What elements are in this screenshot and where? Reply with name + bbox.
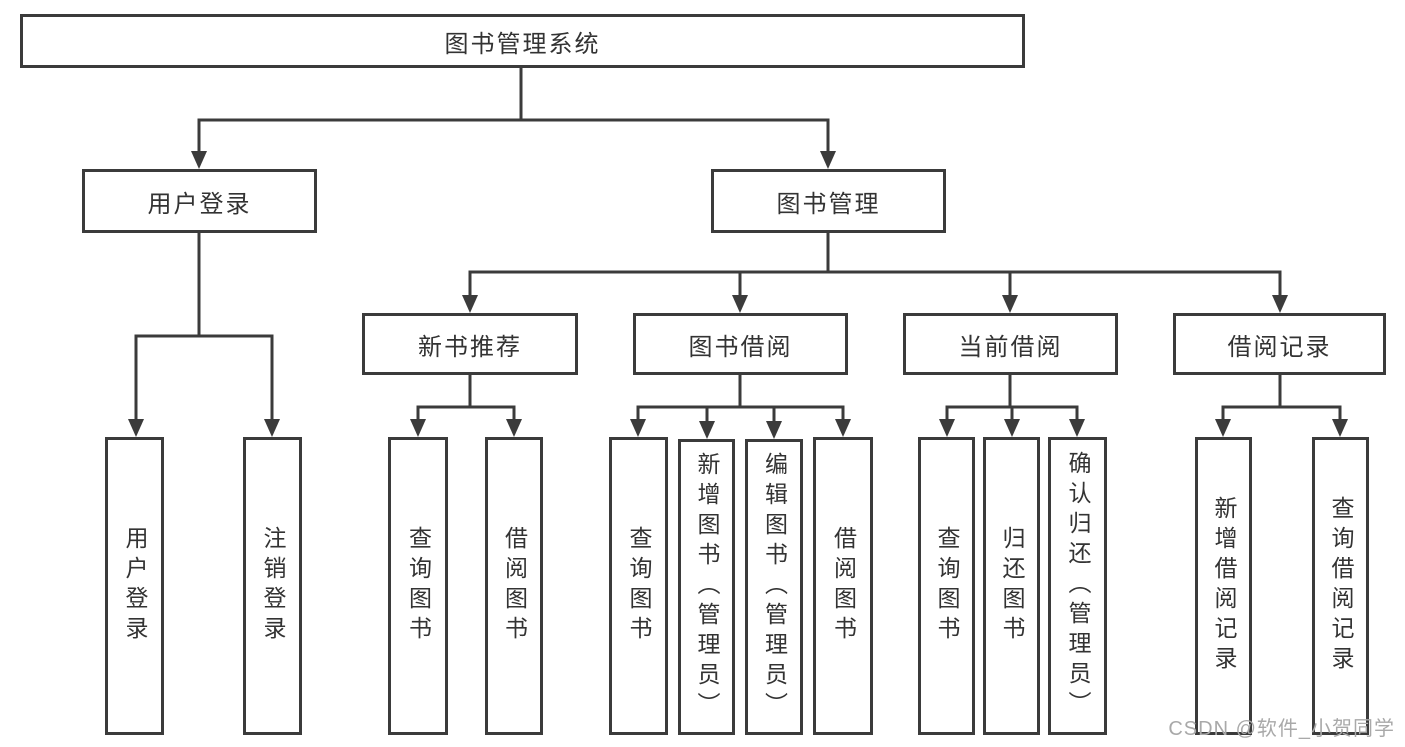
node-label: 借阅图书 [830, 526, 857, 646]
node-label: 查询借阅记录 [1328, 496, 1354, 676]
node-user-login: 用户登录 [82, 169, 317, 233]
leaf-query-borrow-record: 查询借阅记录 [1312, 437, 1369, 735]
node-label: 编辑图书（管理员） [761, 452, 788, 722]
leaf-return-books: 归还图书 [983, 437, 1040, 735]
node-label: 归还图书 [999, 526, 1025, 646]
csdn-watermark: CSDN @软件_小贺同学 [1168, 718, 1395, 740]
leaf-query-books-current: 查询图书 [918, 437, 975, 735]
node-label: 新增图书（管理员） [694, 452, 720, 722]
leaf-borrow-books-borrowing: 借阅图书 [813, 437, 873, 735]
node-label: 图书借阅 [688, 333, 793, 361]
node-label: 当前借阅 [958, 333, 1063, 361]
leaf-add-borrow-record: 新增借阅记录 [1195, 437, 1252, 735]
leaf-query-books-recommend: 查询图书 [388, 437, 448, 735]
node-label: 图书管理 [776, 190, 881, 218]
node-label: 注销登录 [260, 526, 286, 646]
leaf-user-login: 用户登录 [105, 437, 164, 735]
node-book-borrowing: 图书借阅 [633, 313, 848, 375]
node-new-book-recommendation: 新书推荐 [362, 313, 578, 375]
leaf-edit-books-admin: 编辑图书（管理员） [745, 439, 803, 735]
leaf-confirm-return-admin: 确认归还（管理员） [1048, 437, 1107, 735]
node-label: 图书管理系统 [444, 30, 601, 58]
node-label: 用户登录 [147, 190, 252, 218]
node-label: 确认归还（管理员） [1065, 451, 1091, 721]
node-root-library-system: 图书管理系统 [20, 14, 1025, 68]
node-label: 查询图书 [626, 526, 652, 646]
node-label: 借阅图书 [501, 526, 528, 646]
node-label: 查询图书 [934, 526, 960, 646]
node-label: 新增借阅记录 [1211, 496, 1237, 676]
leaf-add-books-admin: 新增图书（管理员） [678, 439, 735, 735]
leaf-logout: 注销登录 [243, 437, 302, 735]
node-book-management: 图书管理 [711, 169, 946, 233]
leaf-query-books-borrowing: 查询图书 [609, 437, 668, 735]
node-label: 新书推荐 [418, 333, 522, 361]
node-label: 查询图书 [405, 526, 432, 646]
node-borrowing-records: 借阅记录 [1173, 313, 1386, 375]
node-label: 用户登录 [122, 526, 148, 646]
node-label: 借阅记录 [1227, 333, 1332, 361]
leaf-borrow-books-recommend: 借阅图书 [485, 437, 543, 735]
node-current-borrowing: 当前借阅 [903, 313, 1118, 375]
